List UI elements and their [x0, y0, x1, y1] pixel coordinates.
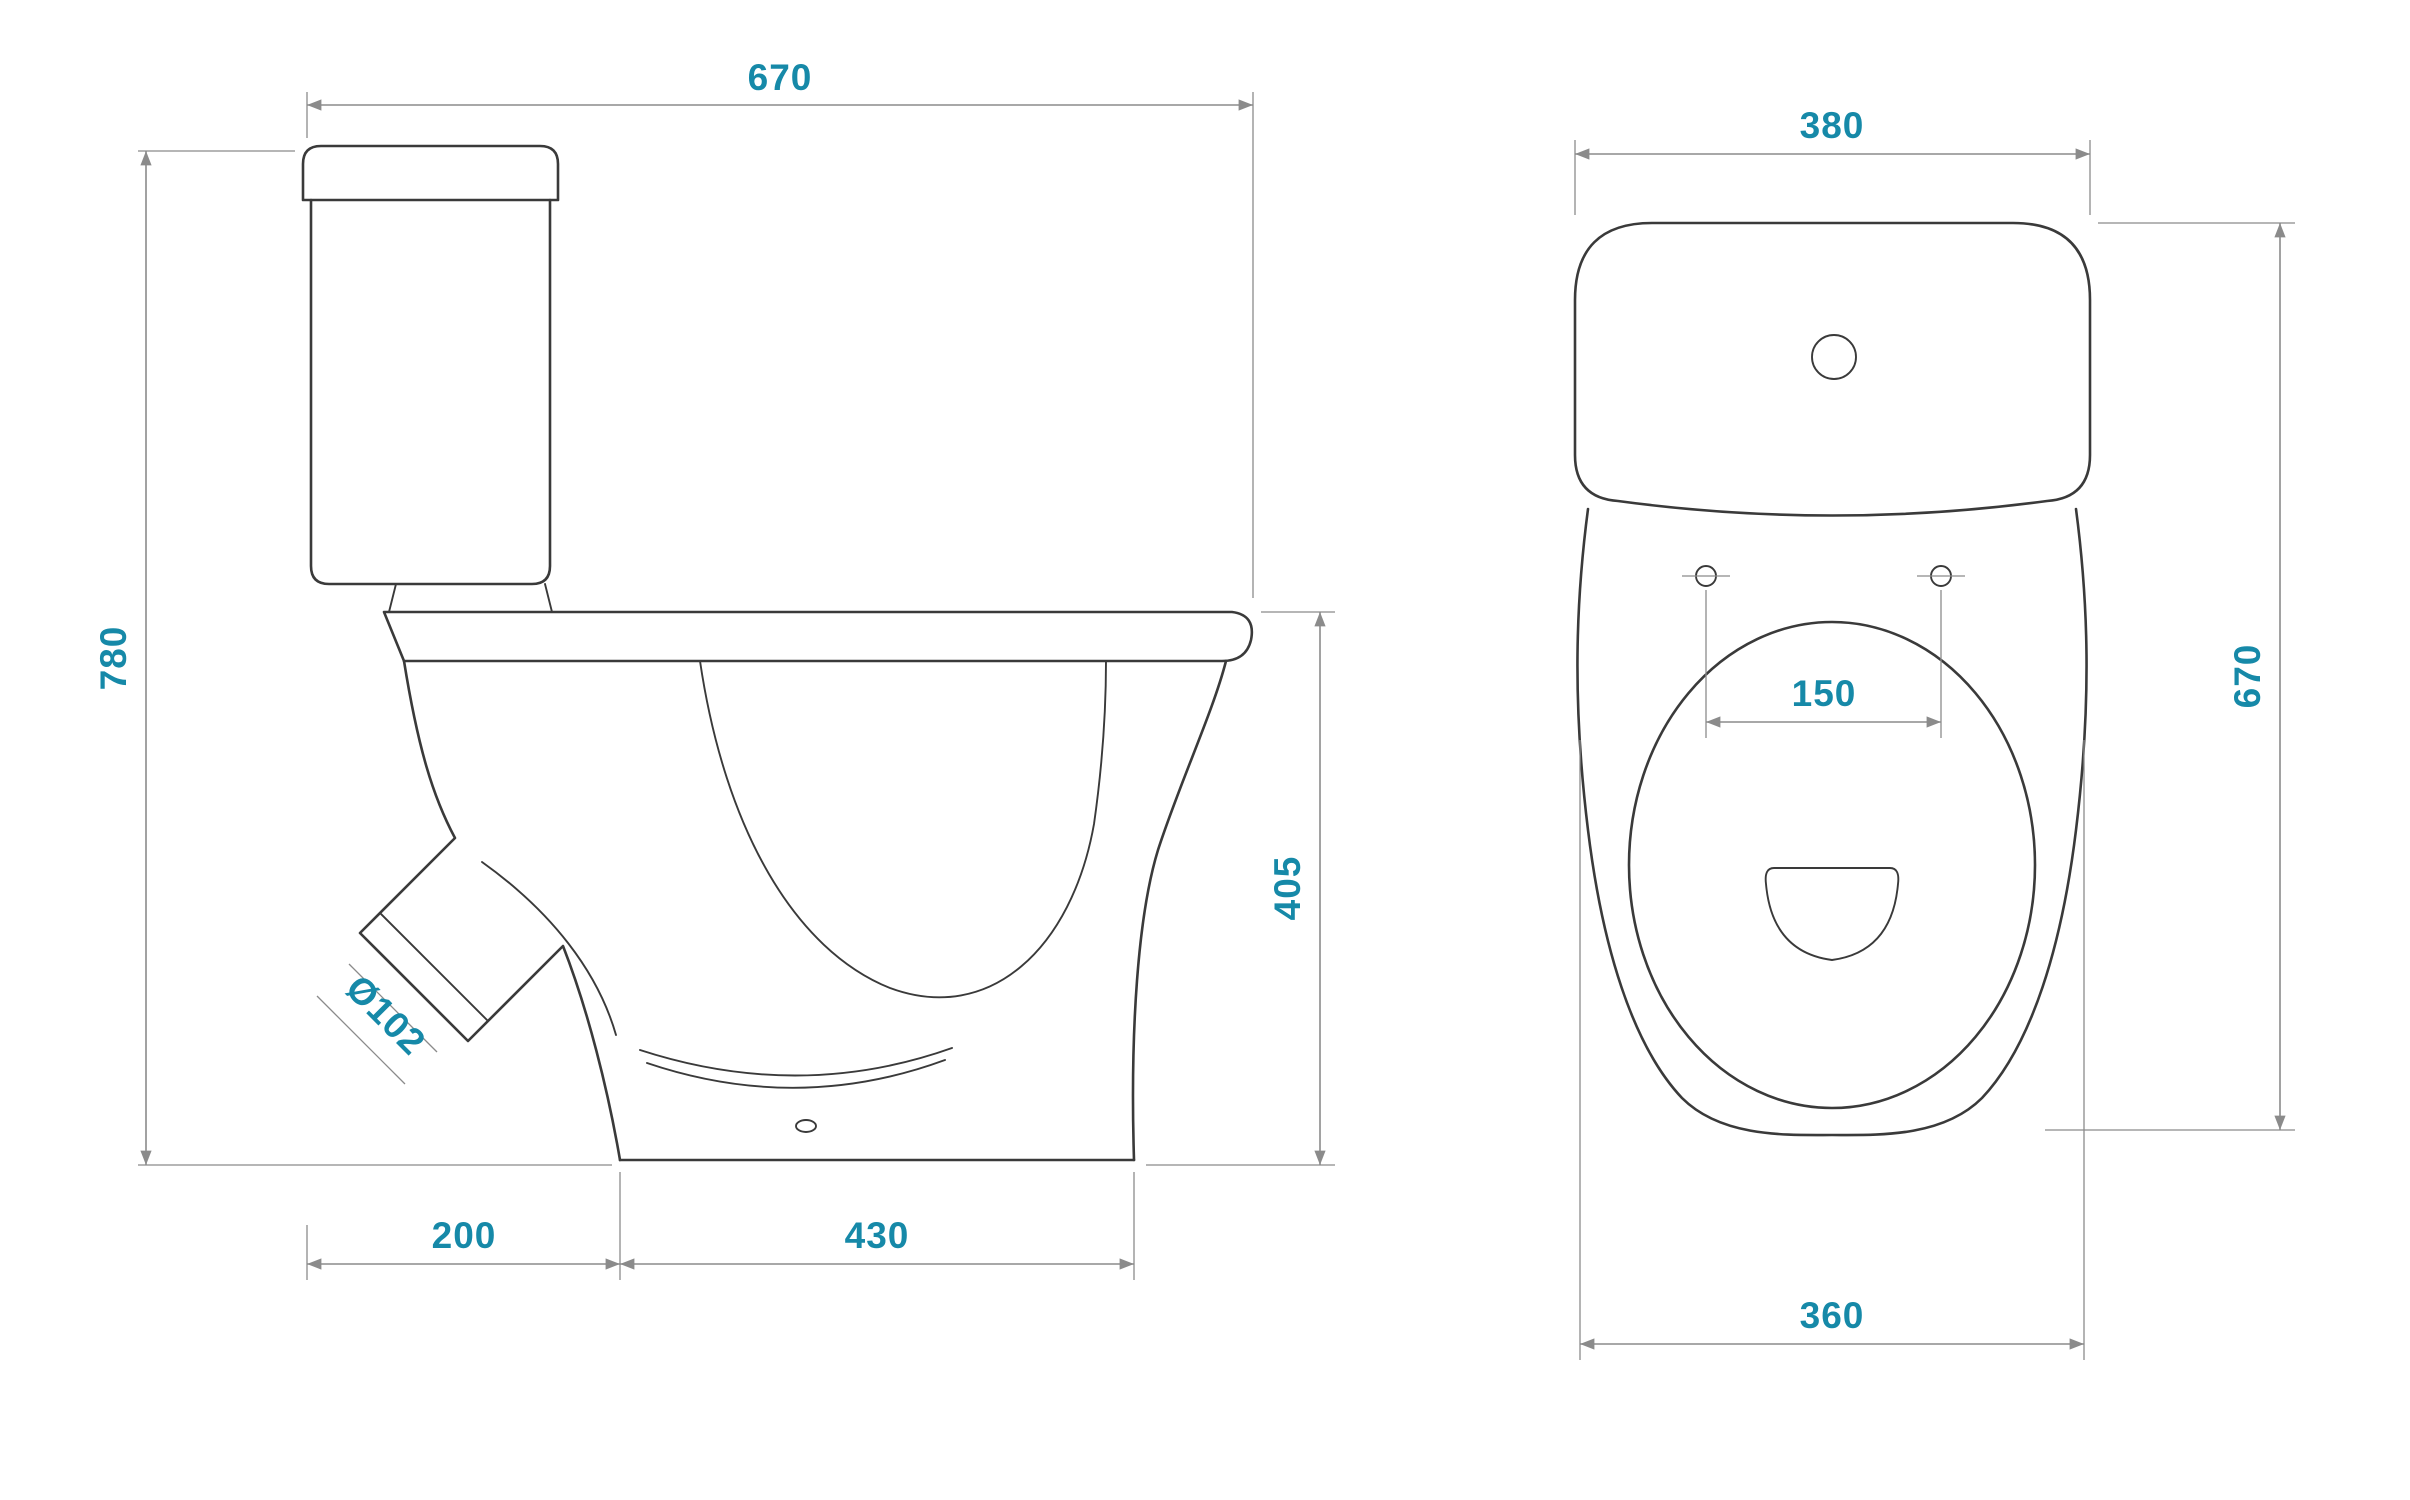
dim-label-430: 430 [845, 1215, 910, 1256]
tank-base-steps [388, 583, 553, 613]
pedestal-and-outlet-pipe [358, 659, 622, 1162]
bowl-front-outline [1131, 659, 1228, 1162]
bowl-interior-curve [699, 660, 1107, 999]
dim-label-360: 360 [1800, 1295, 1865, 1336]
dim-side-bowl-height: 405 [1146, 611, 1335, 1166]
dim-top-hinge-spacing: 150 [1705, 590, 1942, 738]
dim-label-670-side: 670 [748, 57, 813, 98]
dim-top-bowl-width: 360 [1579, 740, 2085, 1360]
dim-side-total-width: 670 [306, 57, 1254, 598]
dim-label-150: 150 [1792, 673, 1857, 714]
trapway-curve [481, 861, 617, 1036]
dim-label-380: 380 [1800, 105, 1865, 146]
drain-hole-dot [795, 1119, 817, 1133]
side-view: 670 780 405 200 [93, 57, 1335, 1280]
tank-lid [301, 144, 560, 202]
dim-side-base-length: 430 [620, 1172, 1135, 1280]
dim-side-total-height: 780 [93, 150, 612, 1166]
flush-button [1811, 334, 1857, 380]
outlet-pipe-flange [379, 912, 489, 1022]
dim-outlet-diameter: Ø102 [316, 963, 438, 1085]
dim-label-405: 405 [1267, 856, 1308, 921]
dim-label-outlet-diameter: Ø102 [338, 967, 434, 1063]
flush-opening [1764, 867, 1900, 961]
seat-slab [382, 610, 1254, 663]
seat-rim-ellipse [1627, 620, 2037, 1110]
dim-label-670-top: 670 [2227, 644, 2268, 709]
tank-body [309, 198, 552, 586]
dim-label-780: 780 [93, 626, 134, 691]
dim-label-200: 200 [432, 1215, 497, 1256]
dim-side-back-offset: 200 [306, 1172, 621, 1280]
dim-top-tank-width: 380 [1574, 105, 2091, 215]
top-view: 380 670 150 360 [1573, 105, 2295, 1360]
dim-tick-line [348, 963, 438, 1053]
dim-tick-line [316, 995, 406, 1085]
top-bowl-outline [1576, 507, 2088, 1137]
plinth-arcs [639, 1047, 953, 1089]
dim-top-total-depth: 670 [2045, 222, 2295, 1131]
top-tank-outline [1573, 221, 2092, 517]
